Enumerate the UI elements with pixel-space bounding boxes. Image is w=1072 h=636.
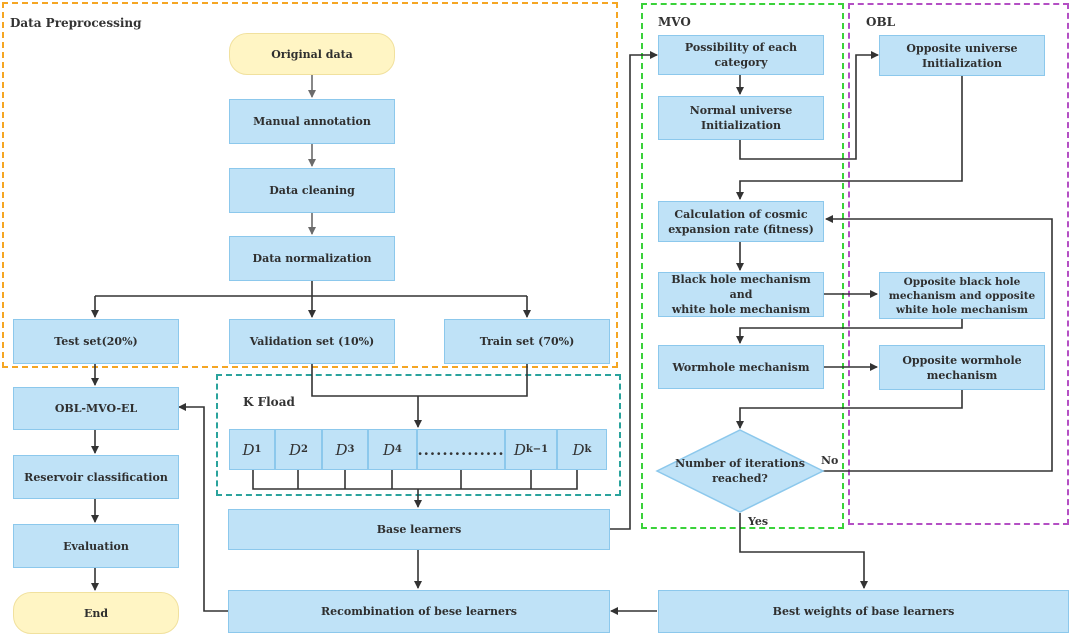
- train-set-node: Train set (70%): [444, 319, 610, 364]
- iterations-decision-diamond: [655, 429, 825, 513]
- kfold-cell-d3-sub: 3: [347, 444, 355, 455]
- kfold-cell-dk-sub: k: [584, 444, 592, 455]
- best-weights-node: Best weights of base learners: [658, 590, 1069, 633]
- normal-universe-node: Normal universe Initialization: [658, 96, 824, 140]
- arrow-opposite-wormhole-to-diamond: [736, 389, 963, 429]
- arrow-normal-to-opposite: [739, 51, 879, 160]
- black-white-hole-node: Black hole mechanism and white hole mech…: [658, 272, 824, 317]
- arrow-opposite-blackhole-to-wormhole: [736, 318, 963, 344]
- kfold-merge-lines: [252, 469, 578, 490]
- data-cleaning-node: Data cleaning: [229, 168, 395, 213]
- no-label: No: [821, 454, 839, 467]
- kfold-cell-d2-base: D: [289, 440, 302, 459]
- kfold-cell-dk-base: D: [572, 440, 585, 459]
- kfold-cell-dk-1-sub: k−1: [525, 444, 549, 455]
- kfold-cell-ellipsis-base: ..............: [417, 440, 505, 459]
- yes-label: Yes: [748, 515, 769, 528]
- arrow-base-to-possibility: [609, 51, 658, 530]
- end-node: End: [13, 592, 179, 634]
- kfold-cell-dk-1-base: D: [513, 440, 526, 459]
- obl-mvo-el-node: OBL-MVO-EL: [13, 387, 179, 430]
- kfold-cell-ellipsis: ..............: [417, 429, 505, 470]
- kfold-label: K Fload: [243, 395, 295, 409]
- recombination-node: Recombination of bese learners: [228, 590, 610, 633]
- arrow-opposite-to-cosmic: [736, 75, 963, 200]
- kfold-cell-d1-base: D: [242, 440, 255, 459]
- arrow-no-loop: [823, 215, 1053, 472]
- validation-set-node: Validation set (10%): [229, 319, 395, 364]
- mvo-label: MVO: [658, 15, 691, 29]
- kfold-cell-d2-sub: 2: [301, 444, 308, 455]
- wormhole-node: Wormhole mechanism: [658, 345, 824, 389]
- possibility-node: Possibility of each category: [658, 35, 824, 75]
- data-normalization-node: Data normalization: [229, 236, 395, 281]
- arrow-yes-to-best-weights: [739, 513, 868, 589]
- opposite-wormhole-node: Opposite wormhole mechanism: [879, 345, 1045, 390]
- data-preprocessing-label: Data Preprocessing: [10, 16, 142, 30]
- kfold-cell-d3-base: D: [335, 440, 348, 459]
- test-set-node: Test set(20%): [13, 319, 179, 364]
- obl-label: OBL: [866, 15, 896, 29]
- original-data-node: Original data: [229, 33, 395, 75]
- data-preprocessing-group: [2, 2, 618, 368]
- cosmic-expansion-node: Calculation of cosmic expansion rate (fi…: [658, 201, 824, 242]
- iterations-decision-label: Number of iterations reached?: [675, 457, 805, 485]
- obl-group: [848, 3, 1069, 525]
- opposite-black-white-node: Opposite black hole mechanism and opposi…: [879, 272, 1045, 319]
- arrow-recombination-to-oblmvoel: [178, 403, 228, 612]
- kfold-cell-d4-sub: 4: [395, 444, 402, 455]
- manual-annotation-node: Manual annotation: [229, 99, 395, 144]
- evaluation-node: Evaluation: [13, 524, 179, 568]
- opposite-universe-node: Opposite universe Initialization: [879, 35, 1045, 76]
- mvo-group: [641, 3, 844, 529]
- arrow-validation-train-to-kfold: [311, 363, 528, 397]
- kfold-cell-d1-sub: 1: [254, 444, 262, 455]
- kfold-cell-d4-base: D: [383, 440, 396, 459]
- base-learners-node: Base learners: [228, 509, 610, 550]
- reservoir-classification-node: Reservoir classification: [13, 455, 179, 499]
